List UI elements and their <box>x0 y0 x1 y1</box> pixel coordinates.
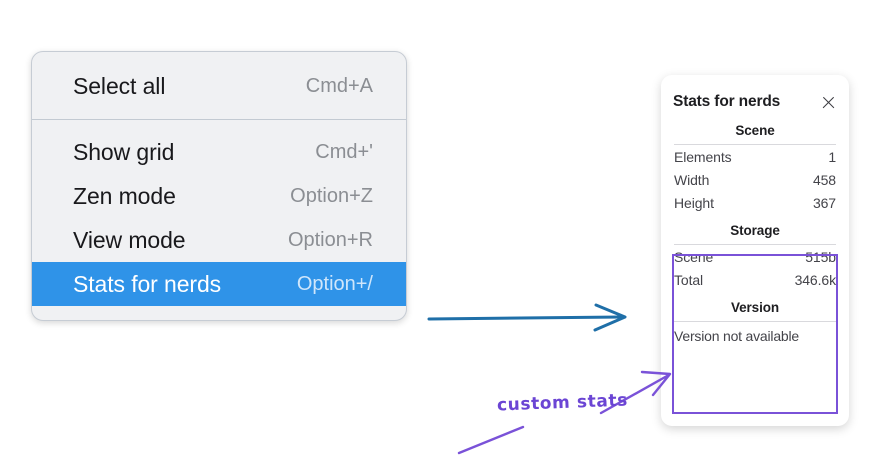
stats-section-storage: Storage Scene 515b Total 346.6k <box>672 214 838 291</box>
menu-group-2: Show grid Cmd+' Zen mode Option+Z View m… <box>32 120 406 320</box>
stat-value: 346.6k <box>794 271 837 288</box>
menu-item-label: Zen mode <box>73 182 176 209</box>
section-rule <box>674 321 836 322</box>
menu-item-shortcut: Cmd+' <box>315 140 373 163</box>
stat-key: Height <box>674 194 714 211</box>
menu-item-select-all[interactable]: Select all Cmd+A <box>32 64 406 108</box>
menu-item-shortcut: Option+R <box>287 228 373 251</box>
menu-item-label: View mode <box>73 226 186 253</box>
stats-panel-title: Stats for nerds <box>673 93 781 110</box>
stats-panel-header: Stats for nerds <box>672 86 838 114</box>
menu-group-1: Select all Cmd+A <box>32 52 406 119</box>
menu-item-shortcut: Cmd+A <box>305 74 373 97</box>
menu-item-label: Show grid <box>73 138 175 165</box>
purple-arrow <box>599 370 672 415</box>
stat-key: Total <box>674 271 704 288</box>
stat-value: 515b <box>805 248 836 265</box>
version-note: Version not available <box>674 328 799 344</box>
menu-divider <box>32 119 406 120</box>
stat-key: Elements <box>674 148 732 165</box>
menu-item-label: Stats for nerds <box>73 270 222 297</box>
blue-arrow <box>427 303 627 332</box>
menu-item-zen-mode[interactable]: Zen mode Option+Z <box>32 174 406 218</box>
stat-key: Scene <box>674 248 714 265</box>
menu-item-shortcut: Option+/ <box>296 272 373 295</box>
section-title: Scene <box>735 123 775 138</box>
stat-value: 458 <box>812 171 836 188</box>
section-title: Version <box>730 300 780 315</box>
purple-underline-stroke <box>457 425 525 455</box>
stats-section-scene: Scene Elements 1 Width 458 Height 367 <box>672 114 838 214</box>
stat-value: 367 <box>812 194 836 211</box>
stat-row: Width 458 <box>674 168 836 191</box>
stat-row: Elements 1 <box>674 145 836 168</box>
section-rule <box>674 144 836 145</box>
stat-key: Width <box>674 171 710 188</box>
canvas-context-menu[interactable]: Select all Cmd+A Show grid Cmd+' Zen mod… <box>31 51 407 321</box>
section-title: Storage <box>730 223 780 238</box>
stat-value: 1 <box>828 148 836 165</box>
section-rule <box>674 244 836 245</box>
menu-item-stats-for-nerds[interactable]: Stats for nerds Option+/ <box>32 262 406 306</box>
menu-item-shortcut: Option+Z <box>290 184 373 207</box>
stat-row: Total 346.6k <box>674 268 836 291</box>
stat-row: Scene 515b <box>674 245 836 268</box>
stats-for-nerds-panel[interactable]: Stats for nerds Scene Elements 1 Width 4… <box>661 75 849 426</box>
menu-item-label: Select all <box>73 72 166 99</box>
close-icon[interactable] <box>820 94 837 111</box>
stats-section-version: Version Version not available <box>672 291 838 350</box>
menu-item-view-mode[interactable]: View mode Option+R <box>32 218 406 262</box>
custom-stats-annotation: custom stats <box>496 390 629 416</box>
stat-row: Height 367 <box>674 191 836 214</box>
menu-item-show-grid[interactable]: Show grid Cmd+' <box>32 130 406 174</box>
